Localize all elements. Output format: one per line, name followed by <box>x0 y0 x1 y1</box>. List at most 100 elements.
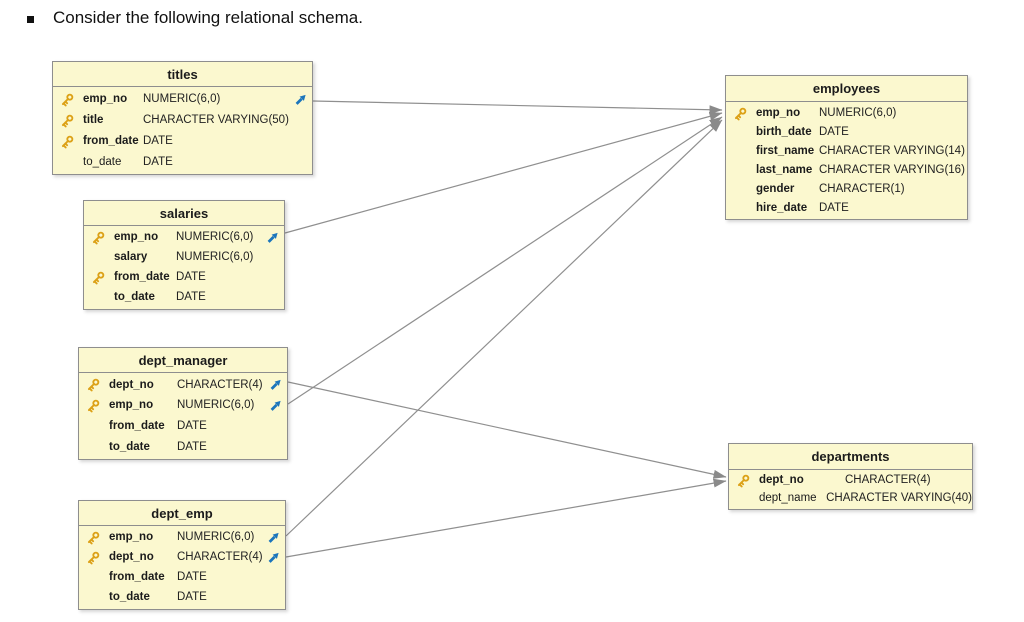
column-name: dept_no <box>109 378 154 391</box>
column-name: emp_no <box>109 531 154 544</box>
relationship-dept_manager-emp_no-to-employees <box>287 116 723 405</box>
column-row-emp_no[interactable]: emp_no NUMERIC(6,0) <box>726 104 967 123</box>
primary-key-icon <box>734 107 747 120</box>
column-name: hire_date <box>756 201 808 214</box>
foreign-key-arrow-icon <box>270 380 281 391</box>
column-row-emp_no[interactable]: emp_no NUMERIC(6,0) <box>84 228 284 248</box>
table-title: departments <box>729 444 972 470</box>
column-row-dept_no[interactable]: dept_no CHARACTER(4) <box>79 375 287 396</box>
heading: Consider the following relational schema… <box>27 8 363 28</box>
column-name: to_date <box>114 291 155 304</box>
column-type: CHARACTER(4) <box>177 551 263 564</box>
column-row-hire_date[interactable]: hire_date DATE <box>726 199 967 218</box>
column-type: NUMERIC(6,0) <box>143 92 221 105</box>
foreign-key-indicator[interactable] <box>269 400 282 413</box>
column-name: title <box>83 113 104 126</box>
primary-key-slot <box>59 113 83 129</box>
column-name: emp_no <box>114 231 159 244</box>
primary-key-icon <box>92 231 105 245</box>
foreign-key-arrow-icon <box>295 94 306 105</box>
foreign-key-indicator[interactable] <box>294 93 307 106</box>
foreign-key-indicator[interactable] <box>267 532 280 545</box>
table-body: emp_no NUMERIC(6,0) dept_no CHARACTER(4) fro… <box>79 526 285 609</box>
column-type: DATE <box>819 201 849 214</box>
primary-key-icon <box>87 551 100 565</box>
table-title: salaries <box>84 201 284 226</box>
relationship-dept_manager-dept_no-to-departments <box>287 381 727 479</box>
primary-key-icon <box>87 399 100 413</box>
column-row-to_date[interactable]: to_date DATE <box>79 437 287 458</box>
column-name: to_date <box>109 440 150 453</box>
primary-key-slot <box>59 134 83 150</box>
foreign-key-indicator[interactable] <box>266 232 279 245</box>
column-name: first_name <box>756 144 815 157</box>
column-name: birth_date <box>756 125 812 138</box>
relationship-dept_emp-dept_no-to-departments <box>285 478 727 558</box>
relationship-titles-emp_no-to-employees <box>312 100 723 115</box>
column-type: NUMERIC(6,0) <box>177 531 255 544</box>
column-type: DATE <box>143 155 173 168</box>
foreign-key-arrow-icon <box>268 552 279 563</box>
column-type: DATE <box>143 134 173 147</box>
column-row-emp_no[interactable]: emp_no NUMERIC(6,0) <box>79 528 285 548</box>
heading-text: Consider the following relational schema… <box>53 8 363 27</box>
primary-key-slot <box>85 398 109 414</box>
column-type: NUMERIC(6,0) <box>819 106 897 119</box>
column-name: emp_no <box>756 106 801 119</box>
primary-key-icon <box>92 271 105 285</box>
column-row-from_date[interactable]: from_date DATE <box>53 131 312 152</box>
foreign-key-indicator[interactable] <box>267 552 280 565</box>
column-type: CHARACTER(4) <box>177 378 263 391</box>
column-type: DATE <box>176 271 206 284</box>
column-name: gender <box>756 182 795 195</box>
table-title: titles <box>53 62 312 87</box>
column-name: dept_no <box>759 474 804 487</box>
foreign-key-arrow-icon <box>268 532 279 543</box>
primary-key-slot <box>85 530 109 546</box>
column-type: NUMERIC(6,0) <box>176 231 254 244</box>
primary-key-icon <box>737 474 750 488</box>
primary-key-slot <box>85 550 109 566</box>
column-type: CHARACTER(1) <box>819 182 905 195</box>
relationship-dept_emp-emp_no-to-employees <box>285 119 723 537</box>
column-row-dept_no[interactable]: dept_no CHARACTER(4) <box>79 548 285 568</box>
column-row-gender[interactable]: gender CHARACTER(1) <box>726 180 967 199</box>
primary-key-slot <box>90 230 114 246</box>
column-type: DATE <box>177 440 207 453</box>
square-bullet-icon <box>27 15 34 23</box>
column-name: dept_no <box>109 551 154 564</box>
primary-key-slot <box>90 270 114 286</box>
foreign-key-indicator[interactable] <box>269 379 282 392</box>
column-name: from_date <box>109 420 165 433</box>
column-type: CHARACTER VARYING(16) <box>819 163 965 176</box>
column-name: from_date <box>83 134 139 147</box>
column-row-last_name[interactable]: last_name CHARACTER VARYING(16) <box>726 161 967 180</box>
column-name: last_name <box>756 163 813 176</box>
primary-key-icon <box>61 114 74 127</box>
